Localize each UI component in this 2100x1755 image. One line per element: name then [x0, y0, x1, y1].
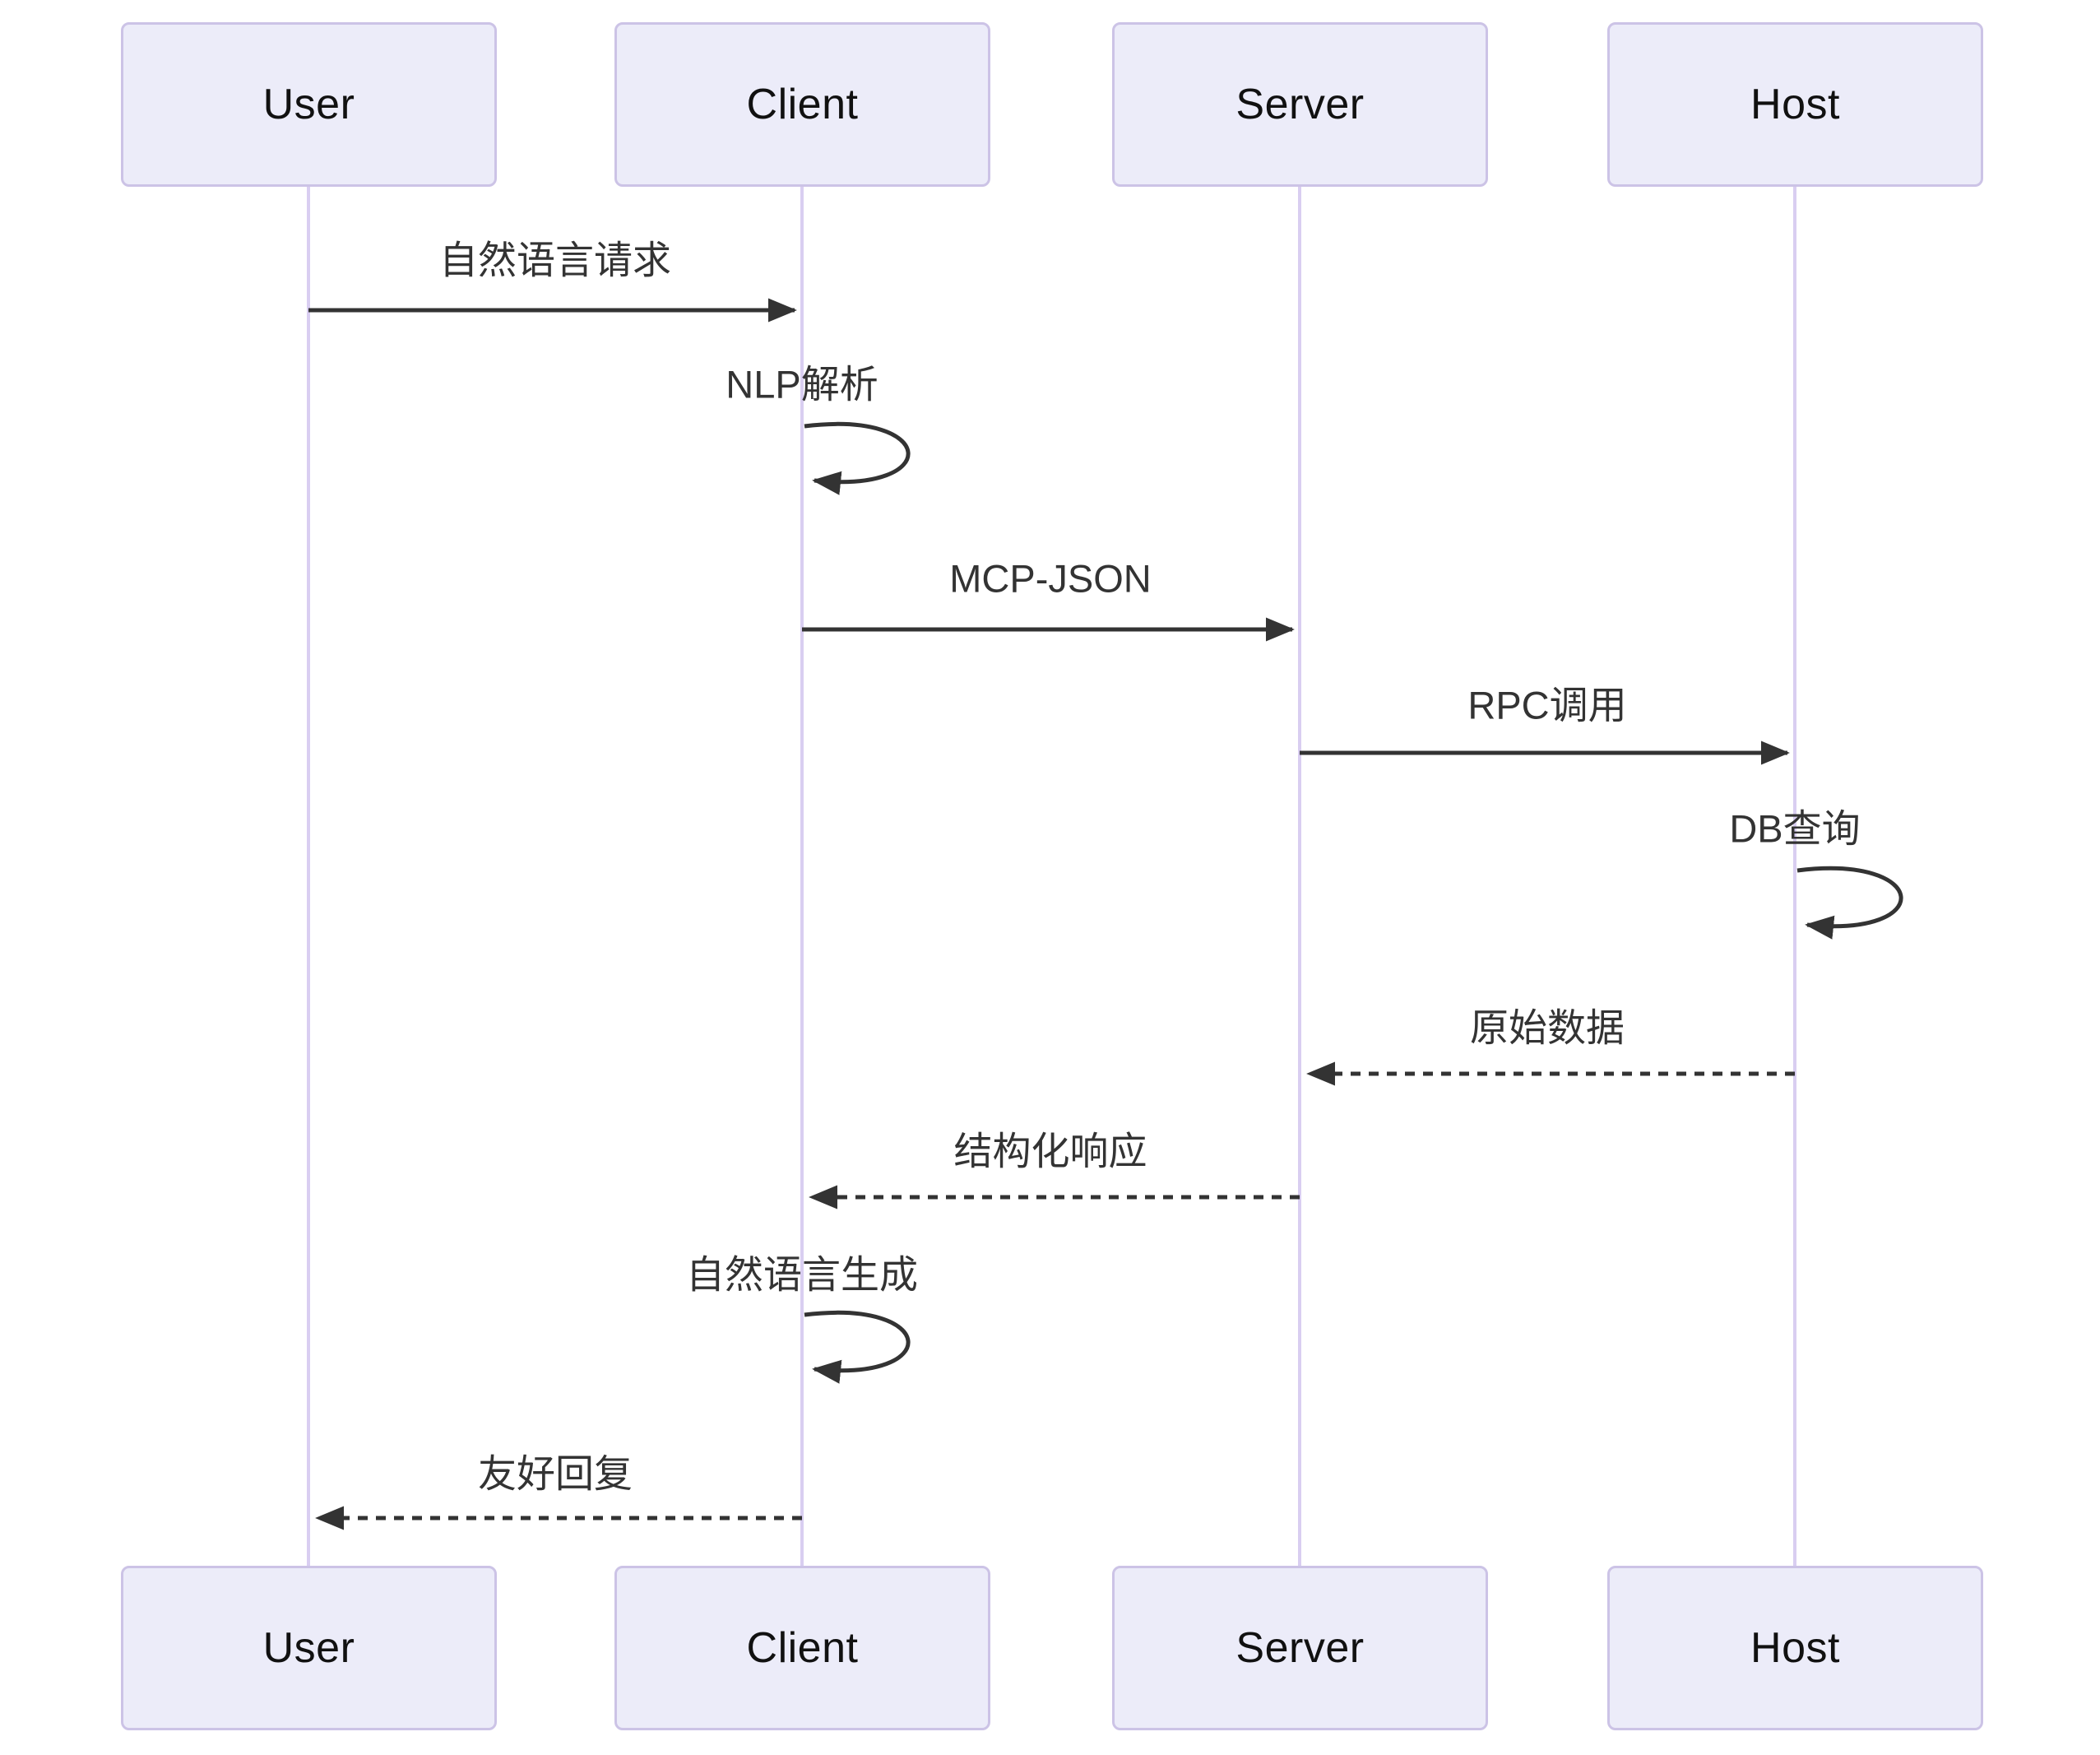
self-loop-host-db [1796, 866, 1903, 940]
self-loop-client-nlg [804, 1310, 911, 1384]
actor-label-user-bottom: User [262, 1624, 355, 1672]
actor-box-server-bottom: Server [1112, 1566, 1488, 1730]
actor-label-host: Host [1750, 81, 1840, 128]
message-label-natural-language-gen: 自然语言生成 [686, 1252, 918, 1297]
actor-box-host-bottom: Host [1607, 1566, 1983, 1730]
actor-box-client-top: Client [614, 22, 990, 187]
actor-label-host-bottom: Host [1750, 1624, 1840, 1672]
message-label-nlp-parse: NLP解析 [725, 362, 878, 406]
actor-box-user-bottom: User [121, 1566, 497, 1730]
actor-label-user: User [262, 81, 355, 128]
message-label-mcp-json: MCP-JSON [949, 556, 1152, 601]
actor-label-server-bottom: Server [1235, 1624, 1365, 1672]
actor-label-server: Server [1235, 81, 1365, 128]
self-loop-client-nlp [804, 421, 911, 495]
actor-label-client-bottom: Client [746, 1624, 859, 1672]
message-label-natural-language-request: 自然语言请求 [439, 238, 671, 282]
message-label-friendly-reply: 友好回复 [478, 1451, 633, 1496]
actor-label-client: Client [746, 81, 859, 128]
message-label-raw-data: 原始数据 [1470, 1005, 1625, 1050]
actor-box-user-top: User [121, 22, 497, 187]
message-label-structured-response: 结构化响应 [953, 1129, 1147, 1173]
actor-box-host-top: Host [1607, 22, 1983, 187]
message-label-rpc-call: RPC调用 [1467, 683, 1627, 727]
actor-box-client-bottom: Client [614, 1566, 990, 1730]
actor-box-server-top: Server [1112, 22, 1488, 187]
message-label-db-query: DB查询 [1729, 806, 1861, 851]
